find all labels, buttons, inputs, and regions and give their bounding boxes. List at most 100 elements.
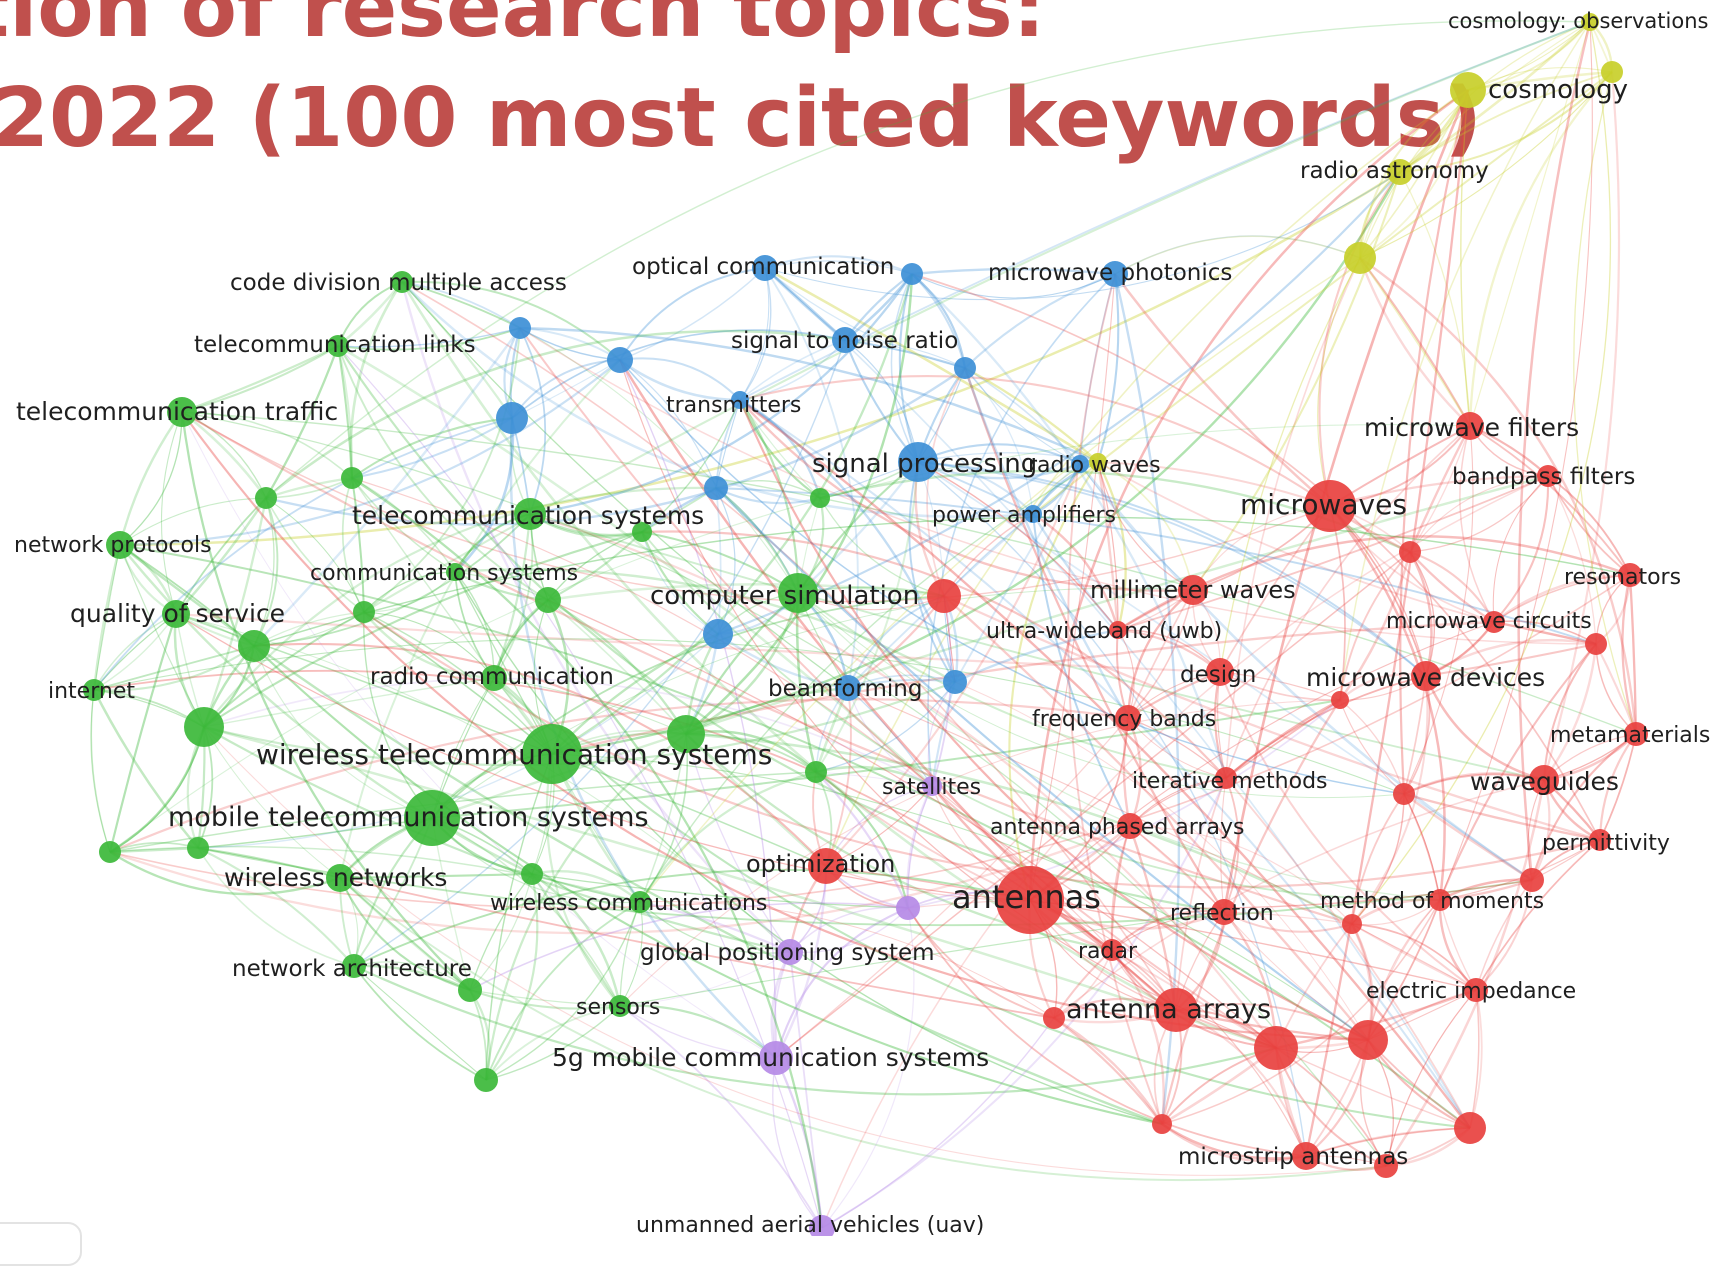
keyword-node-k6[interactable]	[1102, 261, 1128, 287]
keyword-label-k10[interactable]: transmitters	[666, 393, 801, 418]
keyword-node-k42[interactable]	[996, 866, 1064, 934]
keyword-node-k23[interactable]	[162, 600, 190, 628]
keyword-node-k31[interactable]	[1115, 705, 1141, 731]
keyword-label-k48[interactable]: network architecture	[232, 956, 472, 982]
keyword-node[interactable]	[1454, 1112, 1486, 1144]
keyword-node-k41[interactable]	[326, 864, 354, 892]
keyword-node-k48[interactable]	[342, 954, 366, 978]
keyword-node-k54[interactable]	[809, 1215, 835, 1236]
keyword-node[interactable]	[896, 896, 920, 920]
keyword-node-k21[interactable]	[1178, 575, 1208, 605]
keyword-node-k13[interactable]	[1089, 453, 1107, 471]
keyword-node-k50[interactable]	[609, 995, 631, 1017]
keyword-node-k53[interactable]	[1292, 1142, 1320, 1170]
keyword-label-k27[interactable]: microwave devices	[1306, 663, 1545, 692]
keyword-label-k23[interactable]: quality of service	[70, 599, 285, 628]
keyword-label-k41[interactable]: wireless networks	[224, 863, 447, 892]
keyword-node-k38[interactable]	[1117, 813, 1143, 839]
keyword-label-k34[interactable]: iterative methods	[1132, 769, 1328, 794]
keyword-node[interactable]	[1393, 783, 1415, 805]
keyword-node-k32[interactable]	[1624, 722, 1648, 746]
keyword-node[interactable]	[255, 487, 277, 509]
keyword-label-k42[interactable]: antennas	[952, 878, 1101, 916]
keyword-node-k34[interactable]	[1215, 767, 1237, 789]
keyword-node[interactable]	[927, 579, 961, 613]
keyword-node-k17[interactable]	[1024, 505, 1042, 523]
keyword-label-k47[interactable]: radar	[1078, 939, 1138, 964]
keyword-label-k3[interactable]: radio astronomy	[1300, 158, 1489, 184]
keyword-label-k36[interactable]: waveguides	[1470, 767, 1619, 796]
keyword-label-k33[interactable]: wireless telecommunication systems	[256, 738, 772, 771]
keyword-node-k43[interactable]	[1429, 889, 1451, 911]
keyword-node[interactable]	[810, 488, 830, 508]
keyword-label-k8[interactable]: signal to noise ratio	[731, 328, 958, 354]
keyword-node[interactable]	[667, 715, 705, 753]
keyword-node[interactable]	[184, 707, 224, 747]
keyword-label-k4[interactable]: code division multiple access	[230, 270, 567, 296]
keyword-node[interactable]	[954, 357, 976, 379]
keyword-label-k13[interactable]: radio waves	[1028, 453, 1161, 478]
keyword-node[interactable]	[943, 670, 967, 694]
keyword-label-k31[interactable]: frequency bands	[1032, 707, 1216, 732]
keyword-node-k10[interactable]	[731, 391, 749, 409]
keyword-node-k40[interactable]	[808, 848, 844, 884]
keyword-node[interactable]	[1399, 541, 1421, 563]
keyword-node[interactable]	[521, 863, 543, 885]
keyword-label-k6[interactable]: microwave photonics	[988, 260, 1232, 286]
keyword-label-k52[interactable]: 5g mobile communication systems	[552, 1043, 989, 1072]
keyword-label-k44[interactable]: wireless communications	[490, 891, 767, 916]
keyword-node-k27[interactable]	[1411, 661, 1441, 691]
keyword-label-k20[interactable]: resonators	[1564, 565, 1681, 590]
keyword-label-k9[interactable]: telecommunication traffic	[16, 397, 338, 426]
keyword-label-k51[interactable]: antenna arrays	[1066, 994, 1271, 1025]
keyword-node[interactable]	[632, 522, 652, 542]
keyword-label-k2[interactable]: cosmology	[1488, 75, 1628, 105]
keyword-label-k40[interactable]: optimization	[746, 850, 895, 878]
keyword-label-k46[interactable]: global positioning system	[640, 940, 935, 966]
keyword-node-k24[interactable]	[1483, 611, 1505, 633]
keyword-node[interactable]	[1601, 61, 1623, 83]
keyword-node-k45[interactable]	[1211, 899, 1237, 925]
keyword-node-k39[interactable]	[1589, 829, 1611, 851]
keyword-node[interactable]	[1152, 1114, 1172, 1134]
keyword-label-k45[interactable]: reflection	[1170, 901, 1274, 926]
keyword-node-k22[interactable]	[778, 573, 818, 613]
keyword-node-k3[interactable]	[1387, 159, 1413, 185]
keyword-label-k16[interactable]: telecommunication systems	[352, 501, 704, 530]
keyword-node-k20[interactable]	[1618, 563, 1642, 587]
keyword-node[interactable]	[187, 837, 209, 859]
keyword-label-k22[interactable]: computer simulation	[650, 581, 919, 611]
keyword-node[interactable]	[353, 601, 375, 623]
keyword-node[interactable]	[1348, 1020, 1388, 1060]
keyword-label-k28[interactable]: internet	[48, 679, 135, 704]
keyword-label-k39[interactable]: permittivity	[1542, 831, 1670, 856]
keyword-node-k8[interactable]	[832, 327, 858, 353]
keyword-node[interactable]	[238, 630, 270, 662]
keyword-label-k15[interactable]: microwaves	[1240, 488, 1407, 521]
keyword-node-k33[interactable]	[522, 724, 582, 784]
keyword-node[interactable]	[99, 841, 121, 863]
keyword-node[interactable]	[901, 263, 923, 285]
keyword-label-k19[interactable]: communication systems	[310, 561, 578, 586]
keyword-node-k26[interactable]	[1206, 658, 1234, 686]
keyword-label-k24[interactable]: microwave circuits	[1386, 609, 1592, 634]
keyword-node[interactable]	[1071, 455, 1089, 473]
keyword-node-k30[interactable]	[835, 675, 861, 701]
keyword-node[interactable]	[341, 467, 363, 489]
keyword-node-k1[interactable]	[1581, 13, 1599, 31]
keyword-node[interactable]	[703, 619, 733, 649]
keyword-node-k52[interactable]	[759, 1041, 793, 1075]
keyword-label-k26[interactable]: design	[1180, 662, 1256, 688]
keyword-node[interactable]	[1043, 1007, 1065, 1029]
keyword-node-k49[interactable]	[1464, 978, 1488, 1002]
keyword-label-k50[interactable]: sensors	[576, 995, 660, 1020]
keyword-node-k35[interactable]	[922, 776, 942, 796]
zoom-control[interactable]	[0, 1222, 82, 1266]
keyword-label-k53[interactable]: microstrip antennas	[1178, 1144, 1408, 1170]
keyword-node[interactable]	[704, 476, 728, 500]
keyword-label-k38[interactable]: antenna phased arrays	[990, 815, 1244, 840]
keyword-node-k5[interactable]	[752, 255, 778, 281]
keyword-label-k54[interactable]: unmanned aerial vehicles (uav)	[636, 1213, 984, 1236]
keyword-node-k19[interactable]	[446, 563, 464, 581]
keyword-node[interactable]	[458, 978, 482, 1002]
